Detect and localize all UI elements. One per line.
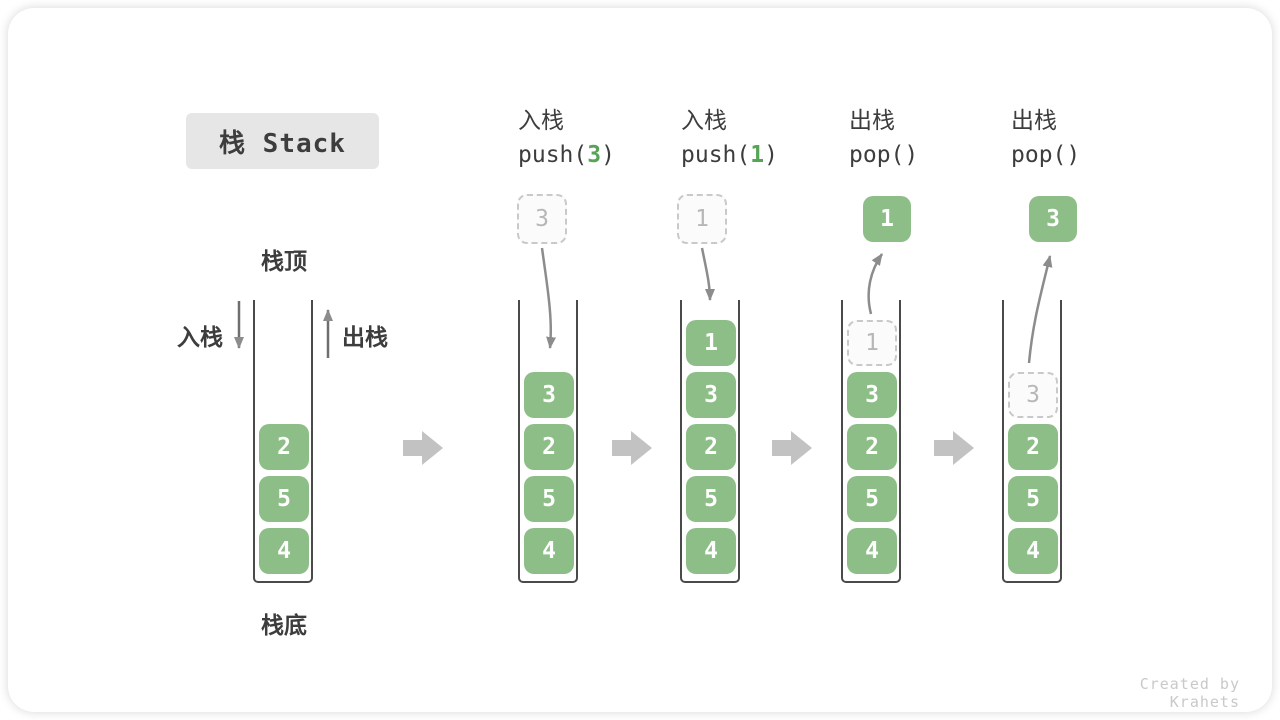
stack-cell: 2: [847, 424, 897, 470]
op-close: ): [601, 142, 615, 168]
stack-cell: 5: [1008, 476, 1058, 522]
stack-cell: 5: [686, 476, 736, 522]
stack-cell: 1: [686, 320, 736, 366]
stack-cell: 2: [1008, 424, 1058, 470]
next-state-arrow-icon: [934, 431, 974, 465]
op-kind-label: 入栈: [681, 108, 727, 134]
pop-side-label: 出栈: [342, 325, 388, 351]
stack-cell-removed: 3: [1008, 372, 1058, 418]
op-arg: 3: [587, 142, 602, 168]
stack-cell: 4: [259, 528, 309, 574]
op-kind-label: 入栈: [518, 108, 564, 134]
incoming-value-box: 3: [517, 194, 567, 244]
op-code: push(1): [681, 138, 778, 172]
op-header-push-3: 入栈 push(3): [518, 104, 615, 172]
op-arg: 1: [750, 142, 765, 168]
stack-state-after-pop-2: 3 2 5 4: [1002, 300, 1062, 583]
stack-cell: 4: [1008, 528, 1058, 574]
push-arrow-icon: [700, 247, 715, 301]
stack-cell: 5: [847, 476, 897, 522]
op-header-pop-1: 出栈 pop(): [849, 104, 918, 172]
diagram-title: 栈 Stack: [186, 113, 379, 169]
stack-cell-removed: 1: [847, 320, 897, 366]
watermark: Created by Krahets: [1139, 675, 1240, 711]
op-fn: pop(: [1011, 142, 1067, 168]
stack-cell: 4: [524, 528, 574, 574]
op-header-pop-2: 出栈 pop(): [1011, 104, 1080, 172]
stack-cell: 3: [686, 372, 736, 418]
op-fn: pop(: [849, 142, 905, 168]
next-state-arrow-icon: [772, 431, 812, 465]
next-state-arrow-icon: [612, 431, 652, 465]
stack-state-after-push-1: 1 3 2 5 4: [680, 300, 740, 583]
diagram-title-text: 栈 Stack: [219, 128, 346, 159]
stack-cell: 2: [524, 424, 574, 470]
op-close: ): [1066, 142, 1081, 168]
op-close: ): [764, 142, 778, 168]
op-kind-label: 出栈: [849, 108, 895, 134]
stack-cell: 3: [847, 372, 897, 418]
op-fn: push(: [518, 142, 588, 168]
stack-cell: 4: [847, 528, 897, 574]
incoming-value: 3: [535, 206, 549, 232]
popped-value: 3: [1046, 206, 1060, 232]
op-fn: push(: [681, 142, 751, 168]
popped-value: 1: [880, 206, 894, 232]
popped-value-box: 3: [1029, 196, 1077, 242]
stack-top-label: 栈顶: [261, 249, 307, 275]
incoming-value: 1: [695, 206, 709, 232]
op-code: pop(): [1011, 138, 1080, 172]
stack-cell: 5: [524, 476, 574, 522]
op-kind-label: 出栈: [1011, 108, 1057, 134]
op-header-push-1: 入栈 push(1): [681, 104, 778, 172]
stack-bottom-label: 栈底: [261, 613, 307, 639]
stack-cell: 5: [259, 476, 309, 522]
stack-cell: 4: [686, 528, 736, 574]
stack-state-after-pop-1: 1 3 2 5 4: [841, 300, 901, 583]
stack-state-initial: 2 5 4: [253, 300, 313, 583]
stack-cell: 3: [524, 372, 574, 418]
popped-value-box: 1: [863, 196, 911, 242]
push-side-label: 入栈: [177, 325, 223, 351]
next-state-arrow-icon: [403, 431, 443, 465]
stack-state-after-push-3: 3 2 5 4: [518, 300, 578, 583]
op-close: ): [904, 142, 919, 168]
stack-cell: 2: [259, 424, 309, 470]
op-code: push(3): [518, 138, 615, 172]
op-code: pop(): [849, 138, 918, 172]
incoming-value-box: 1: [677, 194, 727, 244]
stack-cell: 2: [686, 424, 736, 470]
